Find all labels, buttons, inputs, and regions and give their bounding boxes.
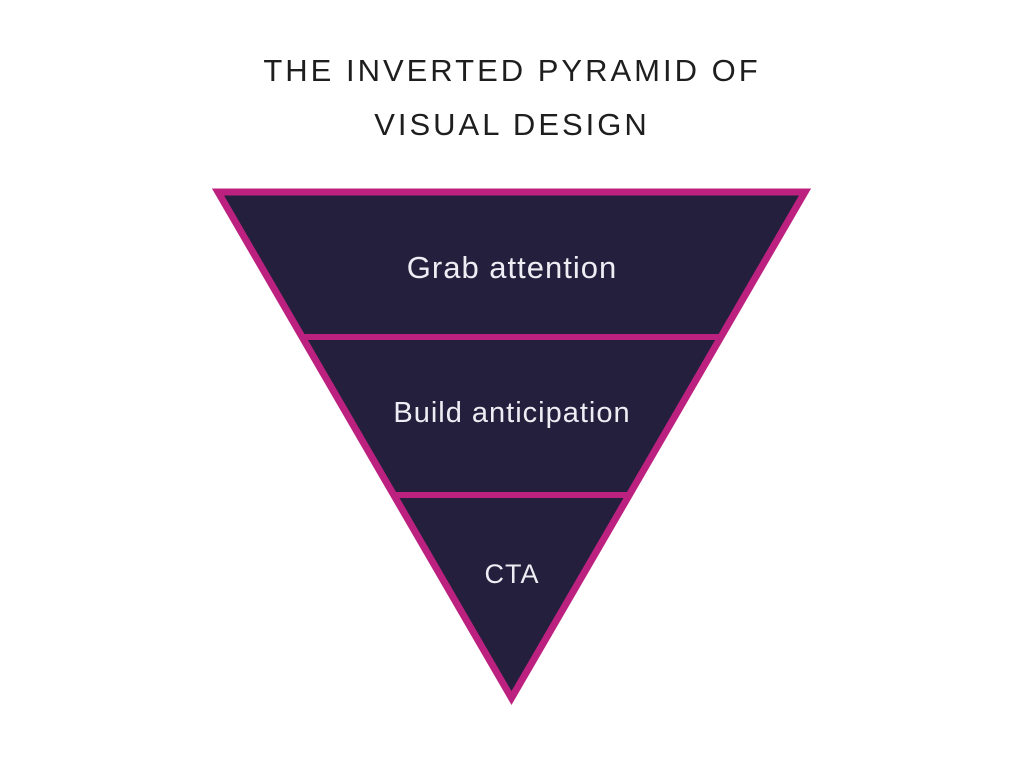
pyramid-level-2-label: Build anticipation <box>393 397 631 429</box>
diagram-title-line-1: THE INVERTED PYRAMID OF <box>263 53 761 88</box>
diagram-title-line-2: VISUAL DESIGN <box>374 107 650 142</box>
pyramid-level-1-label: Grab attention <box>406 250 618 285</box>
pyramid-level-3-label: CTA <box>484 559 540 589</box>
diagram-title: THE INVERTED PYRAMID OF VISUAL DESIGN <box>0 44 1024 152</box>
pyramid-divider-2 <box>300 492 725 498</box>
pyramid-divider-1 <box>230 334 795 340</box>
pyramid-body <box>218 192 805 698</box>
pyramid-border <box>211 188 812 705</box>
